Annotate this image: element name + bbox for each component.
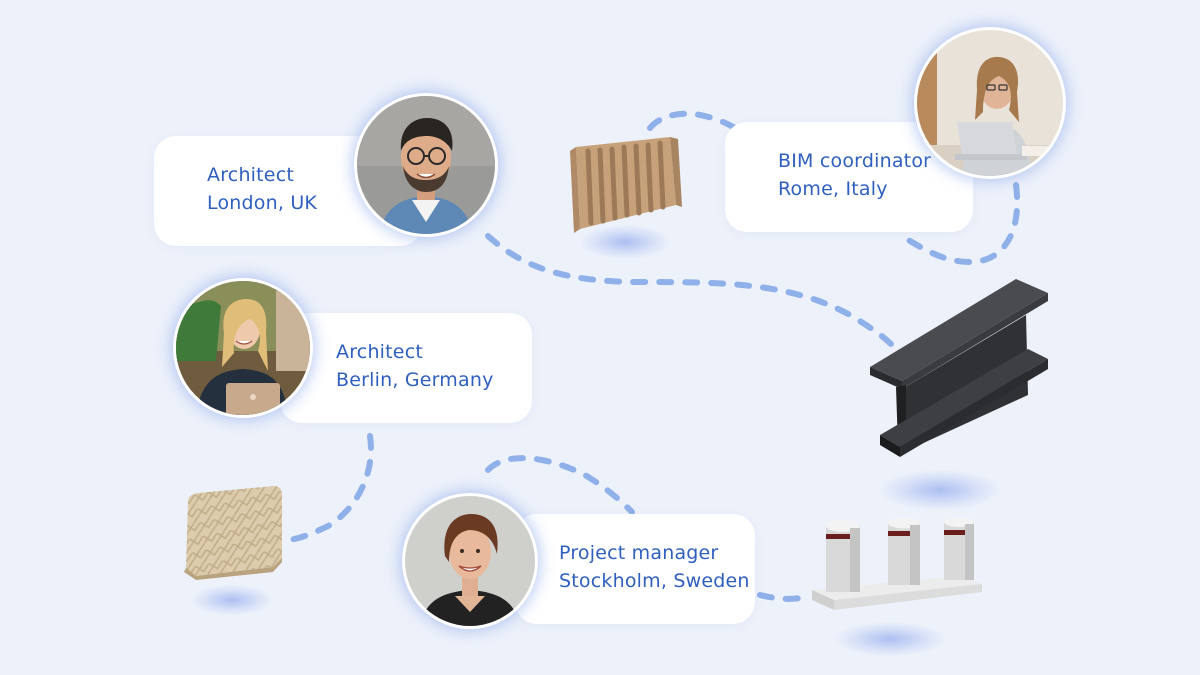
location-label: Berlin, Germany <box>336 369 494 391</box>
location-label: Rome, Italy <box>778 178 888 200</box>
path-stockholm-arc <box>485 455 635 515</box>
avatar-london <box>357 96 495 234</box>
panel-glow <box>580 225 670 259</box>
person-card-stockholm: Project manager Stockholm, Sweden <box>515 514 755 624</box>
avatar-berlin <box>176 281 310 415</box>
role-label: Architect <box>207 164 294 186</box>
person-card-berlin: Architect Berlin, Germany <box>280 313 532 423</box>
acoustic-panel-icon <box>570 137 682 233</box>
path-berlin-to-tile <box>287 433 374 543</box>
herringbone-tile-icon <box>184 486 282 580</box>
bollards-glow <box>835 622 945 656</box>
path-rome-loop <box>902 182 1021 266</box>
beam-glow <box>880 470 1000 510</box>
role-label: BIM coordinator <box>778 150 932 172</box>
tile-glow <box>192 585 272 615</box>
path-stockholm-to-bollards <box>757 592 813 602</box>
location-label: Stockholm, Sweden <box>559 570 750 592</box>
steel-i-beam-icon <box>870 279 1048 457</box>
role-label: Architect <box>336 341 423 363</box>
bollards-icon <box>812 518 982 610</box>
avatar-stockholm <box>405 496 535 626</box>
role-label: Project manager <box>559 542 719 564</box>
path-panel-to-rome <box>647 110 738 131</box>
location-label: London, UK <box>207 192 318 214</box>
avatar-rome <box>917 30 1063 176</box>
path-london-to-beam <box>485 233 895 348</box>
